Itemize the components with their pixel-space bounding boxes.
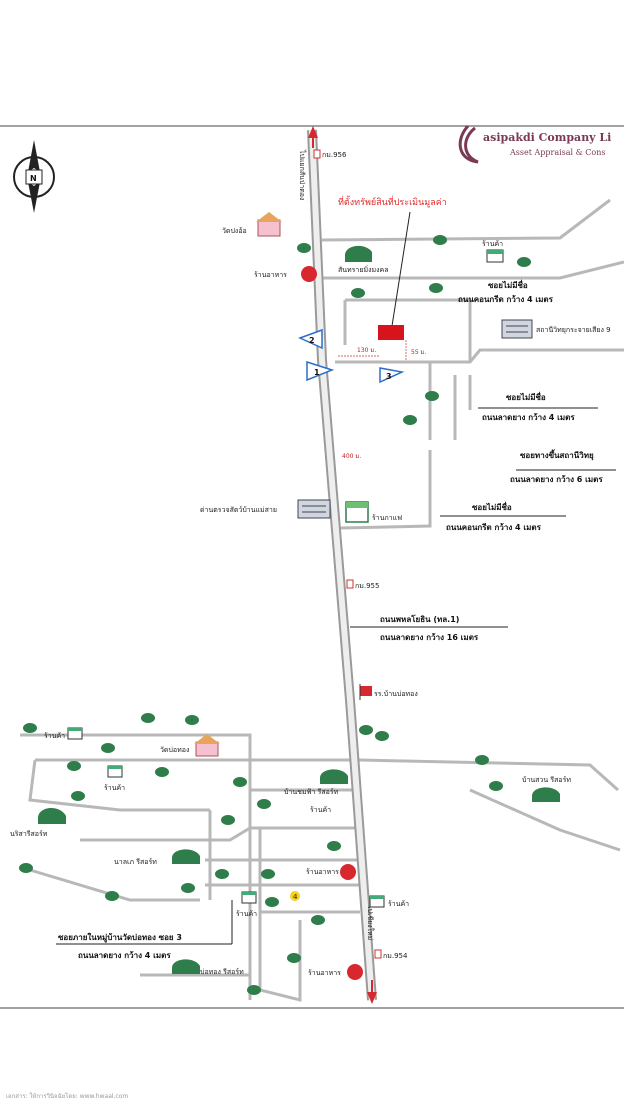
shop-icon bbox=[486, 249, 504, 263]
temple-icon bbox=[256, 212, 282, 237]
callout-3-line2: ถนนลาดยาง กว้าง 6 เมตร bbox=[510, 474, 603, 484]
shop-icon-west2 bbox=[107, 765, 123, 778]
place-wat-pong-oi: วัดปงอ้อ bbox=[222, 227, 247, 235]
photo-marker-3: 3 bbox=[379, 367, 405, 384]
callout-6-line1: ซอยภายในหมู่บ้านวัดบ่อทอง ซอย 3 bbox=[58, 932, 182, 943]
svg-text:1: 1 bbox=[314, 368, 320, 377]
svg-text:2: 2 bbox=[309, 336, 315, 345]
svg-text:กม.956: กม.956 bbox=[322, 151, 347, 159]
callout-3-line1: ซอยทางขึ้นสถานีวิทยุ bbox=[520, 449, 594, 461]
photo-marker-1: 1 bbox=[306, 360, 335, 382]
distance-130: 130 ม. bbox=[357, 347, 376, 354]
restaurant-icon bbox=[301, 266, 317, 282]
resort-icon-narisa bbox=[38, 807, 66, 824]
subject-label: ที่ตั้งทรัพย์สินที่ประเมินมูลค่า bbox=[338, 195, 447, 208]
company-subtitle: Asset Appraisal & Cons bbox=[509, 148, 606, 157]
callout-1-line1: ซอยไม่มีชื่อ bbox=[488, 279, 528, 290]
tree-icons bbox=[19, 235, 531, 995]
company-brand: asipakdi Company Li Asset Appraisal & Co… bbox=[458, 124, 611, 164]
brand-logo bbox=[458, 124, 479, 164]
shop-icon-east bbox=[369, 895, 385, 908]
place-radio-station: สถานีวิทยุกระจายเสียง 9 bbox=[536, 326, 611, 334]
place-baan-suan-resort: บ้านสวน รีสอร์ท bbox=[522, 776, 571, 784]
callout-1-line2: ถนนคอนกรีต กว้าง 4 เมตร bbox=[458, 294, 554, 304]
compass-icon: N bbox=[13, 140, 55, 213]
place-bo-thong-resort: บ่อทอง รีสอร์ท bbox=[200, 968, 244, 976]
svg-text:4: 4 bbox=[293, 893, 298, 901]
callout-2-line1: ซอยไม่มีชื่อ bbox=[506, 391, 546, 402]
place-shop-west: ร้านค้า bbox=[44, 732, 65, 740]
place-sansai: สันทรายมิ่งมงคล bbox=[338, 265, 389, 274]
km-post-954: กม.954 bbox=[374, 949, 408, 960]
south-direction-arrow bbox=[367, 980, 377, 1004]
resort-icon-bo-thong bbox=[172, 959, 200, 974]
subject-pointer bbox=[391, 211, 411, 327]
restaurant-icon-south bbox=[347, 964, 363, 980]
school-flag-icon bbox=[359, 684, 372, 700]
place-naree-resort: นาลเภ รีสอร์ท bbox=[114, 858, 157, 866]
svg-text:3: 3 bbox=[386, 372, 392, 381]
place-restaurant-south: ร้านอาหาร bbox=[308, 969, 341, 977]
compass-letter: N bbox=[30, 174, 37, 183]
callout-4-line1: ซอยไม่มีชื่อ bbox=[472, 501, 512, 512]
restaurant-icon-mid bbox=[340, 864, 356, 880]
callout-4-line2: ถนนคอนกรีต กว้าง 4 เมตร bbox=[446, 522, 542, 532]
coffee-shop-icon bbox=[345, 501, 369, 523]
resort-icon-naree bbox=[172, 849, 200, 864]
place-school-bo-thong: รร.บ้านบ่อทอง bbox=[374, 690, 418, 698]
temple-icon-bo-thong bbox=[194, 734, 220, 757]
local-roads-south bbox=[20, 733, 621, 1002]
km-post-956: กม.956 bbox=[313, 149, 347, 159]
subject-property bbox=[378, 325, 404, 340]
company-name: asipakdi Company Li bbox=[483, 131, 611, 144]
callout-5-line2: ถนนลาดยาง กว้าง 16 เมตร bbox=[380, 632, 479, 642]
callout-2-line2: ถนนลาดยาง กว้าง 4 เมตร bbox=[482, 412, 575, 422]
south-direction-label: ไปเชียงใหม่ bbox=[366, 904, 375, 940]
place-wat-bo-thong: วัดบ่อทอง bbox=[160, 746, 189, 754]
checkpoint-building-icon bbox=[297, 499, 331, 519]
north-direction-arrow bbox=[308, 126, 318, 148]
resort-icon-chomfa bbox=[320, 769, 348, 784]
shop-icon-west bbox=[67, 727, 83, 740]
highway-phahonyothin bbox=[307, 129, 377, 1001]
place-shop-west2: ร้านค้า bbox=[104, 784, 125, 792]
place-restaurant-north: ร้านอาหาร bbox=[254, 271, 287, 279]
place-checkpoint: ด่านตรวจสัตว์บ้านแม่สาย bbox=[200, 506, 277, 514]
place-narisa-resort: นริสารีสอร์ท bbox=[10, 830, 48, 838]
callout-5-line1: ถนนพหลโยธิน (ทล.1) bbox=[380, 614, 459, 624]
north-direction-label: ไปแยกสันป่าตอง bbox=[298, 149, 307, 200]
callout-6-line2: ถนนลาดยาง กว้าง 4 เมตร bbox=[78, 950, 171, 960]
photo-marker-2: 2 bbox=[298, 328, 323, 350]
photo-marker-4: 4 bbox=[290, 891, 300, 901]
place-restaurant-mid: ร้านอาหาร bbox=[306, 868, 339, 876]
place-shop-east: ร้านค้า bbox=[388, 900, 409, 908]
distance-55: 55 ม. bbox=[411, 349, 426, 356]
distance-400: 400 ม. bbox=[342, 453, 361, 460]
place-coffee-shop: ร้านกาแฟ bbox=[372, 514, 402, 522]
place-shop-north: ร้านค้า bbox=[482, 240, 503, 248]
footer-text: เอกสาร: ให้การวินิจฉัยโดย: www.hwaal.com bbox=[6, 1092, 128, 1100]
office-building-icon bbox=[501, 319, 533, 339]
local-roads-north bbox=[321, 198, 624, 530]
resort-icon-baan-suan bbox=[532, 787, 560, 802]
place-shop-south: ร้านค้า bbox=[236, 910, 257, 918]
place-shop-mid: ร้านค้า bbox=[310, 806, 331, 814]
svg-text:กม.954: กม.954 bbox=[383, 952, 408, 960]
shop-icon-south bbox=[241, 891, 257, 904]
svg-text:กม.955: กม.955 bbox=[355, 582, 379, 590]
place-baan-chomfa: บ้านชมฟ้า รีสอร์ท bbox=[284, 788, 339, 796]
building-icon bbox=[345, 245, 372, 262]
km-post-955: กม.955 bbox=[346, 579, 379, 590]
